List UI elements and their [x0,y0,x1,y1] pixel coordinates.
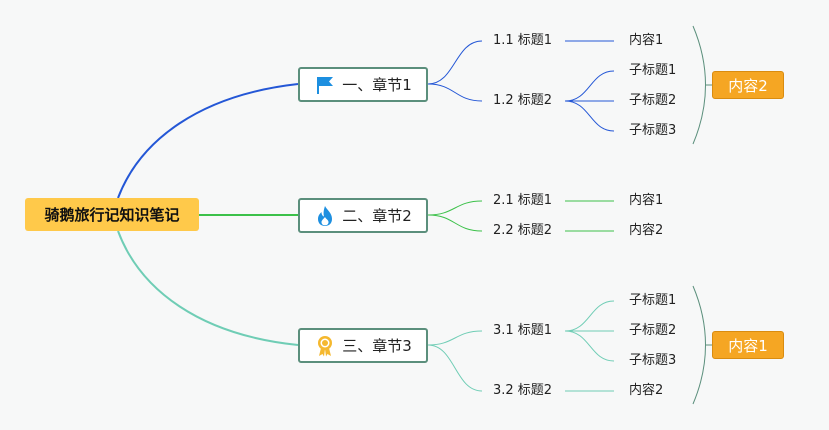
leaf-label[interactable]: 内容2 [629,383,664,398]
topic-label-1-1[interactable]: 1.1 标题1 [493,33,553,48]
leaf-label[interactable]: 子标题3 [629,353,677,368]
summary-label: 内容2 [728,76,768,95]
summary-node-2[interactable]: 内容1 [712,331,784,359]
connector-t31-leaf1 [564,300,615,332]
root-label: 骑鹅旅行记知识笔记 [44,206,180,224]
connector-ch2-topic1 [427,200,483,216]
connector-t31-leaf3 [564,330,615,362]
connector-t12-leaf3 [564,100,615,132]
summary-bracket-1 [692,25,706,145]
chapter-label: 三、章节3 [342,337,412,355]
summary-label: 内容1 [728,336,768,355]
summary-bracket-2 [692,285,706,405]
topic-label-2-1[interactable]: 2.1 标题1 [493,193,553,208]
fire-icon [314,205,336,227]
connector-root-chapter3 [117,230,299,346]
leaf-label[interactable]: 内容1 [629,193,664,208]
summary-node-1[interactable]: 内容2 [712,71,784,99]
topic-label-2-2[interactable]: 2.2 标题2 [493,223,553,238]
chapter-node-3[interactable]: 三、章节3 [298,328,428,363]
topic-label-3-1[interactable]: 3.1 标题1 [493,323,553,338]
chapter-label: 一、章节1 [342,76,412,94]
leaf-label[interactable]: 子标题3 [629,123,677,138]
connector-ch3-topic1 [427,330,483,346]
leaf-label[interactable]: 子标题1 [629,293,677,308]
leaf-label[interactable]: 子标题1 [629,63,677,78]
chapter-node-1[interactable]: 一、章节1 [298,67,428,102]
leaf-label[interactable]: 内容2 [629,223,664,238]
chapter-node-2[interactable]: 二、章节2 [298,198,428,233]
connector-ch3-topic2 [427,344,483,392]
chapter-label: 二、章节2 [342,207,412,225]
connector-ch1-topic2 [427,83,483,102]
leaf-label[interactable]: 子标题2 [629,93,677,108]
flag-icon [314,74,336,96]
topic-label-1-2[interactable]: 1.2 标题2 [493,93,553,108]
leaf-label[interactable]: 内容1 [629,33,664,48]
leaf-label[interactable]: 子标题2 [629,323,677,338]
connector-t12-leaf1 [564,70,615,102]
connector-ch1-topic1 [427,40,483,85]
connector-ch2-topic2 [427,214,483,232]
connector-root-chapter1 [117,83,299,199]
root-node[interactable]: 骑鹅旅行记知识笔记 [25,198,199,231]
topic-label-3-2[interactable]: 3.2 标题2 [493,383,553,398]
award-ribbon-icon [314,335,336,357]
